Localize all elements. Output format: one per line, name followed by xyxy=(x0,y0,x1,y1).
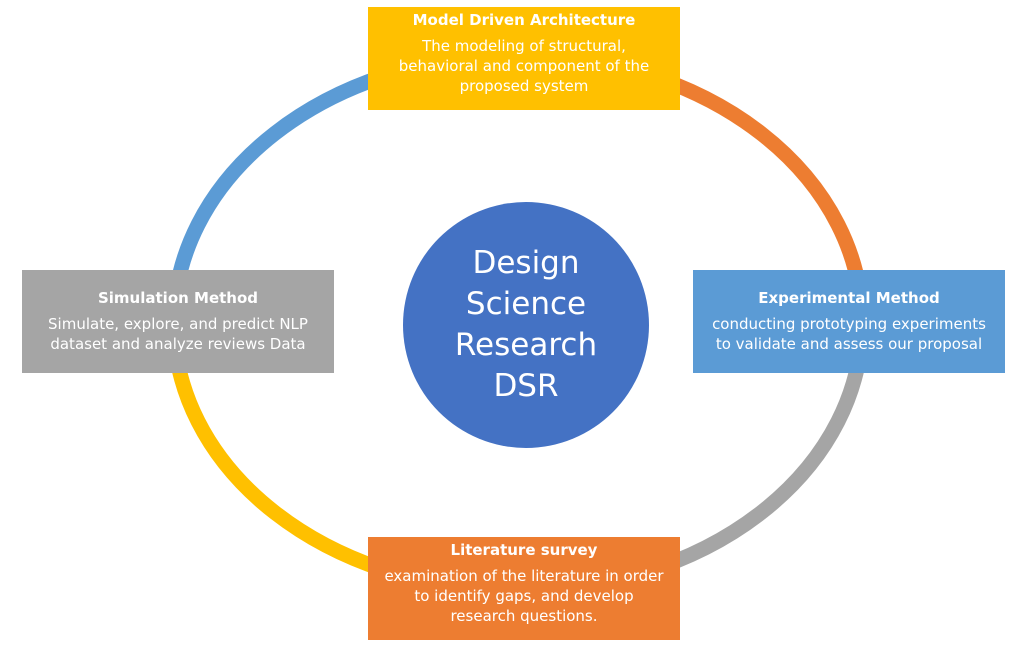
box-title: Simulation Method xyxy=(97,289,259,307)
center-circle: Design Science Research DSR xyxy=(403,202,649,448)
box-description: Simulate, explore, and predict NLP datas… xyxy=(48,315,308,353)
box-literature-survey: Literature survey examination of the lit… xyxy=(368,537,680,640)
box-model-driven-architecture: Model Driven Architecture The modeling o… xyxy=(368,7,680,110)
box-description: conducting prototyping experiments to va… xyxy=(712,315,986,353)
box-title: Experimental Method xyxy=(758,289,940,307)
box-experimental-method: Experimental Method conducting prototypi… xyxy=(693,270,1005,373)
box-simulation-method: Simulation Method Simulate, explore, and… xyxy=(22,270,334,373)
center-label: Design Science Research DSR xyxy=(454,245,598,404)
box-title: Literature survey xyxy=(450,541,598,559)
box-description: The modeling of structural, behavioral a… xyxy=(398,37,650,95)
box-description: examination of the literature in order t… xyxy=(384,567,664,625)
box-title: Model Driven Architecture xyxy=(412,11,636,29)
